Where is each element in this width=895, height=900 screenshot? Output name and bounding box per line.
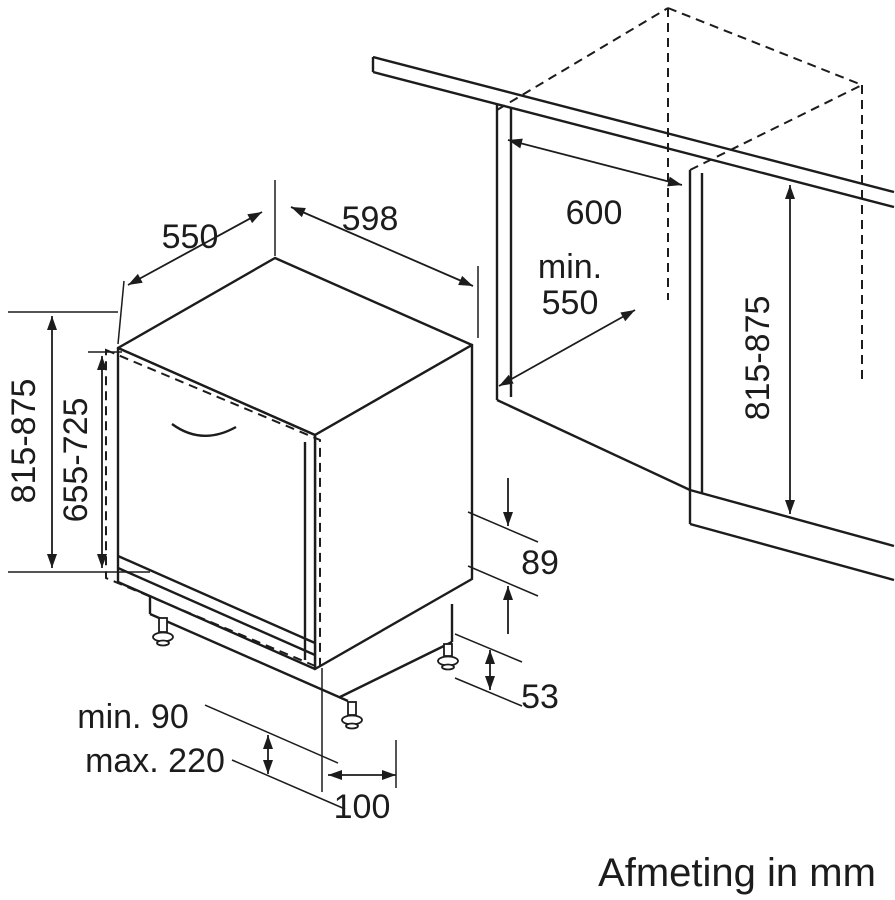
diagram-caption: Afmeting in mm: [598, 851, 876, 895]
dim-label-min550-line1: min.: [538, 248, 602, 286]
dim-label-min550-line2: 550: [542, 284, 599, 322]
plinth-floor-lines: [688, 488, 895, 582]
dimension-arrows: [47, 138, 795, 780]
dim-label-height-right: 815-875: [739, 296, 777, 421]
extension-lines: [8, 180, 539, 810]
cabinet-dashed-outline: [496, 7, 863, 385]
dim-label-100: 100: [334, 788, 391, 826]
dim-label-height-left-outer: 815-875: [5, 379, 43, 504]
dim-label-53: 53: [521, 678, 559, 716]
adjustable-foot-back: [437, 643, 459, 671]
dim-arrow-600-niche: [507, 138, 683, 187]
dim-label-plinth-min: min. 90: [77, 698, 189, 736]
adjustable-foot-left: [152, 617, 174, 647]
door-bottom-line-2: [117, 566, 316, 657]
adjustable-foot-front: [341, 701, 363, 730]
niche-floor: [496, 398, 691, 492]
dim-arrow-550-depth: [127, 211, 263, 286]
dim-arrow-598-width: [290, 206, 474, 287]
dim-label-door-panel-height: 655-725: [57, 398, 95, 523]
niche-right-wall: [688, 170, 704, 493]
dishwasher-base: [148, 596, 454, 703]
dishwasher-body: [105, 256, 474, 671]
door-handle: [171, 423, 237, 437]
door-bottom-line-1: [117, 554, 316, 645]
dim-arrow-min550-depth: [498, 309, 636, 387]
dim-label-plinth-max: max. 220: [85, 742, 225, 780]
dim-label-600-niche: 600: [566, 194, 623, 232]
dim-label-89: 89: [521, 544, 559, 582]
worktop-edge: [371, 55, 895, 209]
niche-left-wall: [495, 104, 513, 400]
dim-label-550-depth: 550: [162, 218, 219, 256]
dim-label-598-width: 598: [342, 200, 399, 238]
